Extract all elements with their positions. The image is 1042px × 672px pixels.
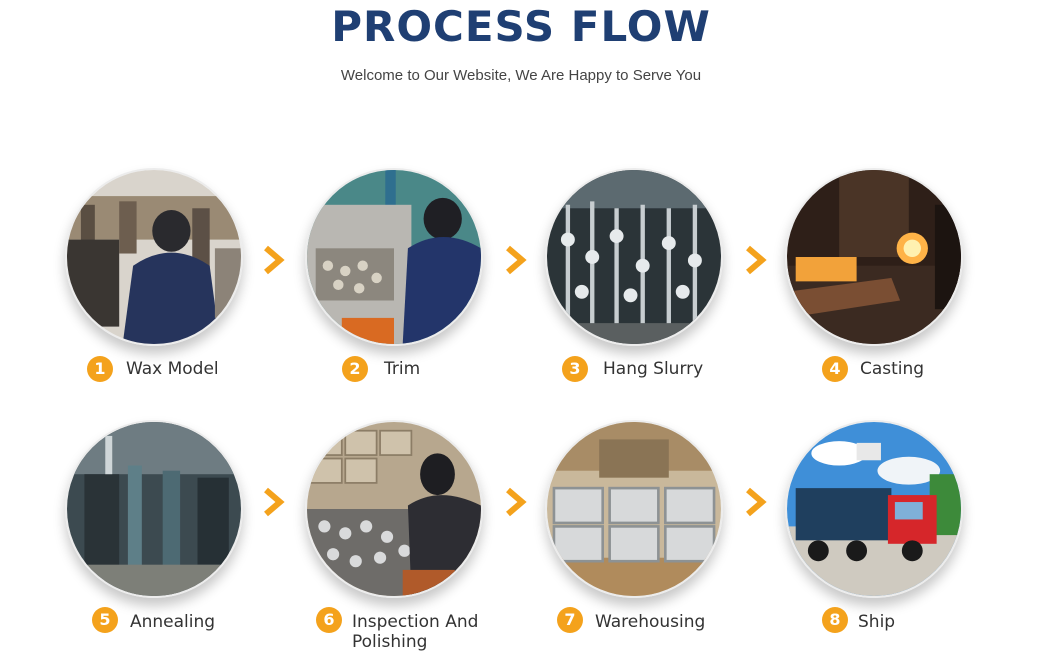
step-6-number-badge: 6	[316, 607, 342, 633]
page-subtitle: Welcome to Our Website, We Are Happy to …	[340, 67, 702, 84]
step-2-photo	[305, 168, 483, 346]
step-7-number-badge: 7	[557, 607, 583, 633]
step-4-number-badge: 4	[822, 356, 848, 382]
step-7-photo	[545, 420, 723, 598]
step-3-label: Hang Slurry	[603, 359, 704, 379]
step-5-number-badge: 5	[92, 607, 118, 633]
step-5-photo	[65, 420, 243, 598]
step-7-label: Warehousing	[595, 612, 706, 632]
step-1-photo	[65, 168, 243, 346]
step-6-label: Inspection And Polishing	[352, 612, 479, 652]
chevron-right-icon	[746, 245, 767, 275]
chevron-right-icon	[264, 487, 285, 517]
chevron-right-icon	[506, 245, 527, 275]
step-4-label: Casting	[860, 359, 925, 379]
step-8-photo	[785, 420, 963, 598]
step-2-number-badge: 2	[342, 356, 368, 382]
step-3-photo	[545, 168, 723, 346]
chevron-right-icon	[746, 487, 767, 517]
step-2-label: Trim	[384, 359, 421, 379]
step-8-label: Ship	[858, 612, 896, 632]
chevron-right-icon	[264, 245, 285, 275]
step-4-photo	[785, 168, 963, 346]
chevron-right-icon	[506, 487, 527, 517]
step-1-number-badge: 1	[87, 356, 113, 382]
step-3-number-badge: 3	[562, 356, 588, 382]
page-title: PROCESS FLOW	[331, 2, 711, 51]
step-8-number-badge: 8	[822, 607, 848, 633]
step-5-label: Annealing	[130, 612, 216, 632]
step-6-photo	[305, 420, 483, 598]
step-1-label: Wax Model	[126, 359, 219, 379]
